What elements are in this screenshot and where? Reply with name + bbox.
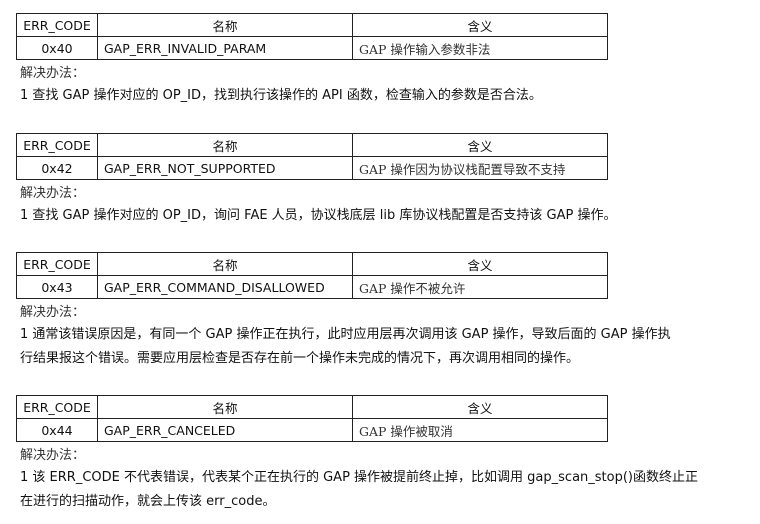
error-meaning: GAP 操作因为协议栈配置导致不支持 bbox=[352, 156, 608, 180]
header-code: ERR_CODE bbox=[16, 252, 98, 276]
header-meaning: 含义 bbox=[352, 133, 608, 157]
error-meaning: GAP 操作不被允许 bbox=[352, 275, 608, 299]
solution-label: 解决办法： bbox=[20, 186, 86, 201]
error-name: GAP_ERR_NOT_SUPPORTED bbox=[97, 156, 353, 180]
header-name: 名称 bbox=[97, 395, 353, 419]
header-name: 名称 bbox=[97, 133, 353, 157]
header-name: 名称 bbox=[97, 252, 353, 276]
header-code: ERR_CODE bbox=[16, 395, 98, 419]
header-name: 名称 bbox=[97, 13, 353, 37]
solution-label: 解决办法： bbox=[20, 448, 86, 463]
solution-text: 1 通常该错误原因是，有同一个 GAP 操作正在执行，此时应用层再次调用该 GA… bbox=[20, 327, 671, 342]
error-code: 0x42 bbox=[16, 156, 98, 180]
error-name: GAP_ERR_CANCELED bbox=[97, 418, 353, 442]
header-meaning: 含义 bbox=[352, 395, 608, 419]
error-code: 0x43 bbox=[16, 275, 98, 299]
error-code: 0x40 bbox=[16, 36, 98, 60]
solution-text: 行结果报这个错误。需要应用层检查是否存在前一个操作未完成的情况下，再次调用相同的… bbox=[20, 351, 580, 366]
solution-text: 在进行的扫描动作，就会上传该 err_code。 bbox=[20, 494, 276, 509]
solution-label: 解决办法： bbox=[20, 305, 86, 320]
error-name: GAP_ERR_COMMAND_DISALLOWED bbox=[97, 275, 353, 299]
header-meaning: 含义 bbox=[352, 252, 608, 276]
solution-text: 1 该 ERR_CODE 不代表错误，代表某个正在执行的 GAP 操作被提前终止… bbox=[20, 470, 698, 485]
error-meaning: GAP 操作被取消 bbox=[352, 418, 608, 442]
solution-text: 1 查找 GAP 操作对应的 OP_ID，询问 FAE 人员，协议栈底层 lib… bbox=[20, 208, 617, 223]
header-code: ERR_CODE bbox=[16, 133, 98, 157]
error-code: 0x44 bbox=[16, 418, 98, 442]
solution-text: 1 查找 GAP 操作对应的 OP_ID，找到执行该操作的 API 函数，检查输… bbox=[20, 88, 542, 103]
header-code: ERR_CODE bbox=[16, 13, 98, 37]
header-meaning: 含义 bbox=[352, 13, 608, 37]
error-meaning: GAP 操作输入参数非法 bbox=[352, 36, 608, 60]
error-name: GAP_ERR_INVALID_PARAM bbox=[97, 36, 353, 60]
solution-label: 解决办法： bbox=[20, 66, 86, 81]
